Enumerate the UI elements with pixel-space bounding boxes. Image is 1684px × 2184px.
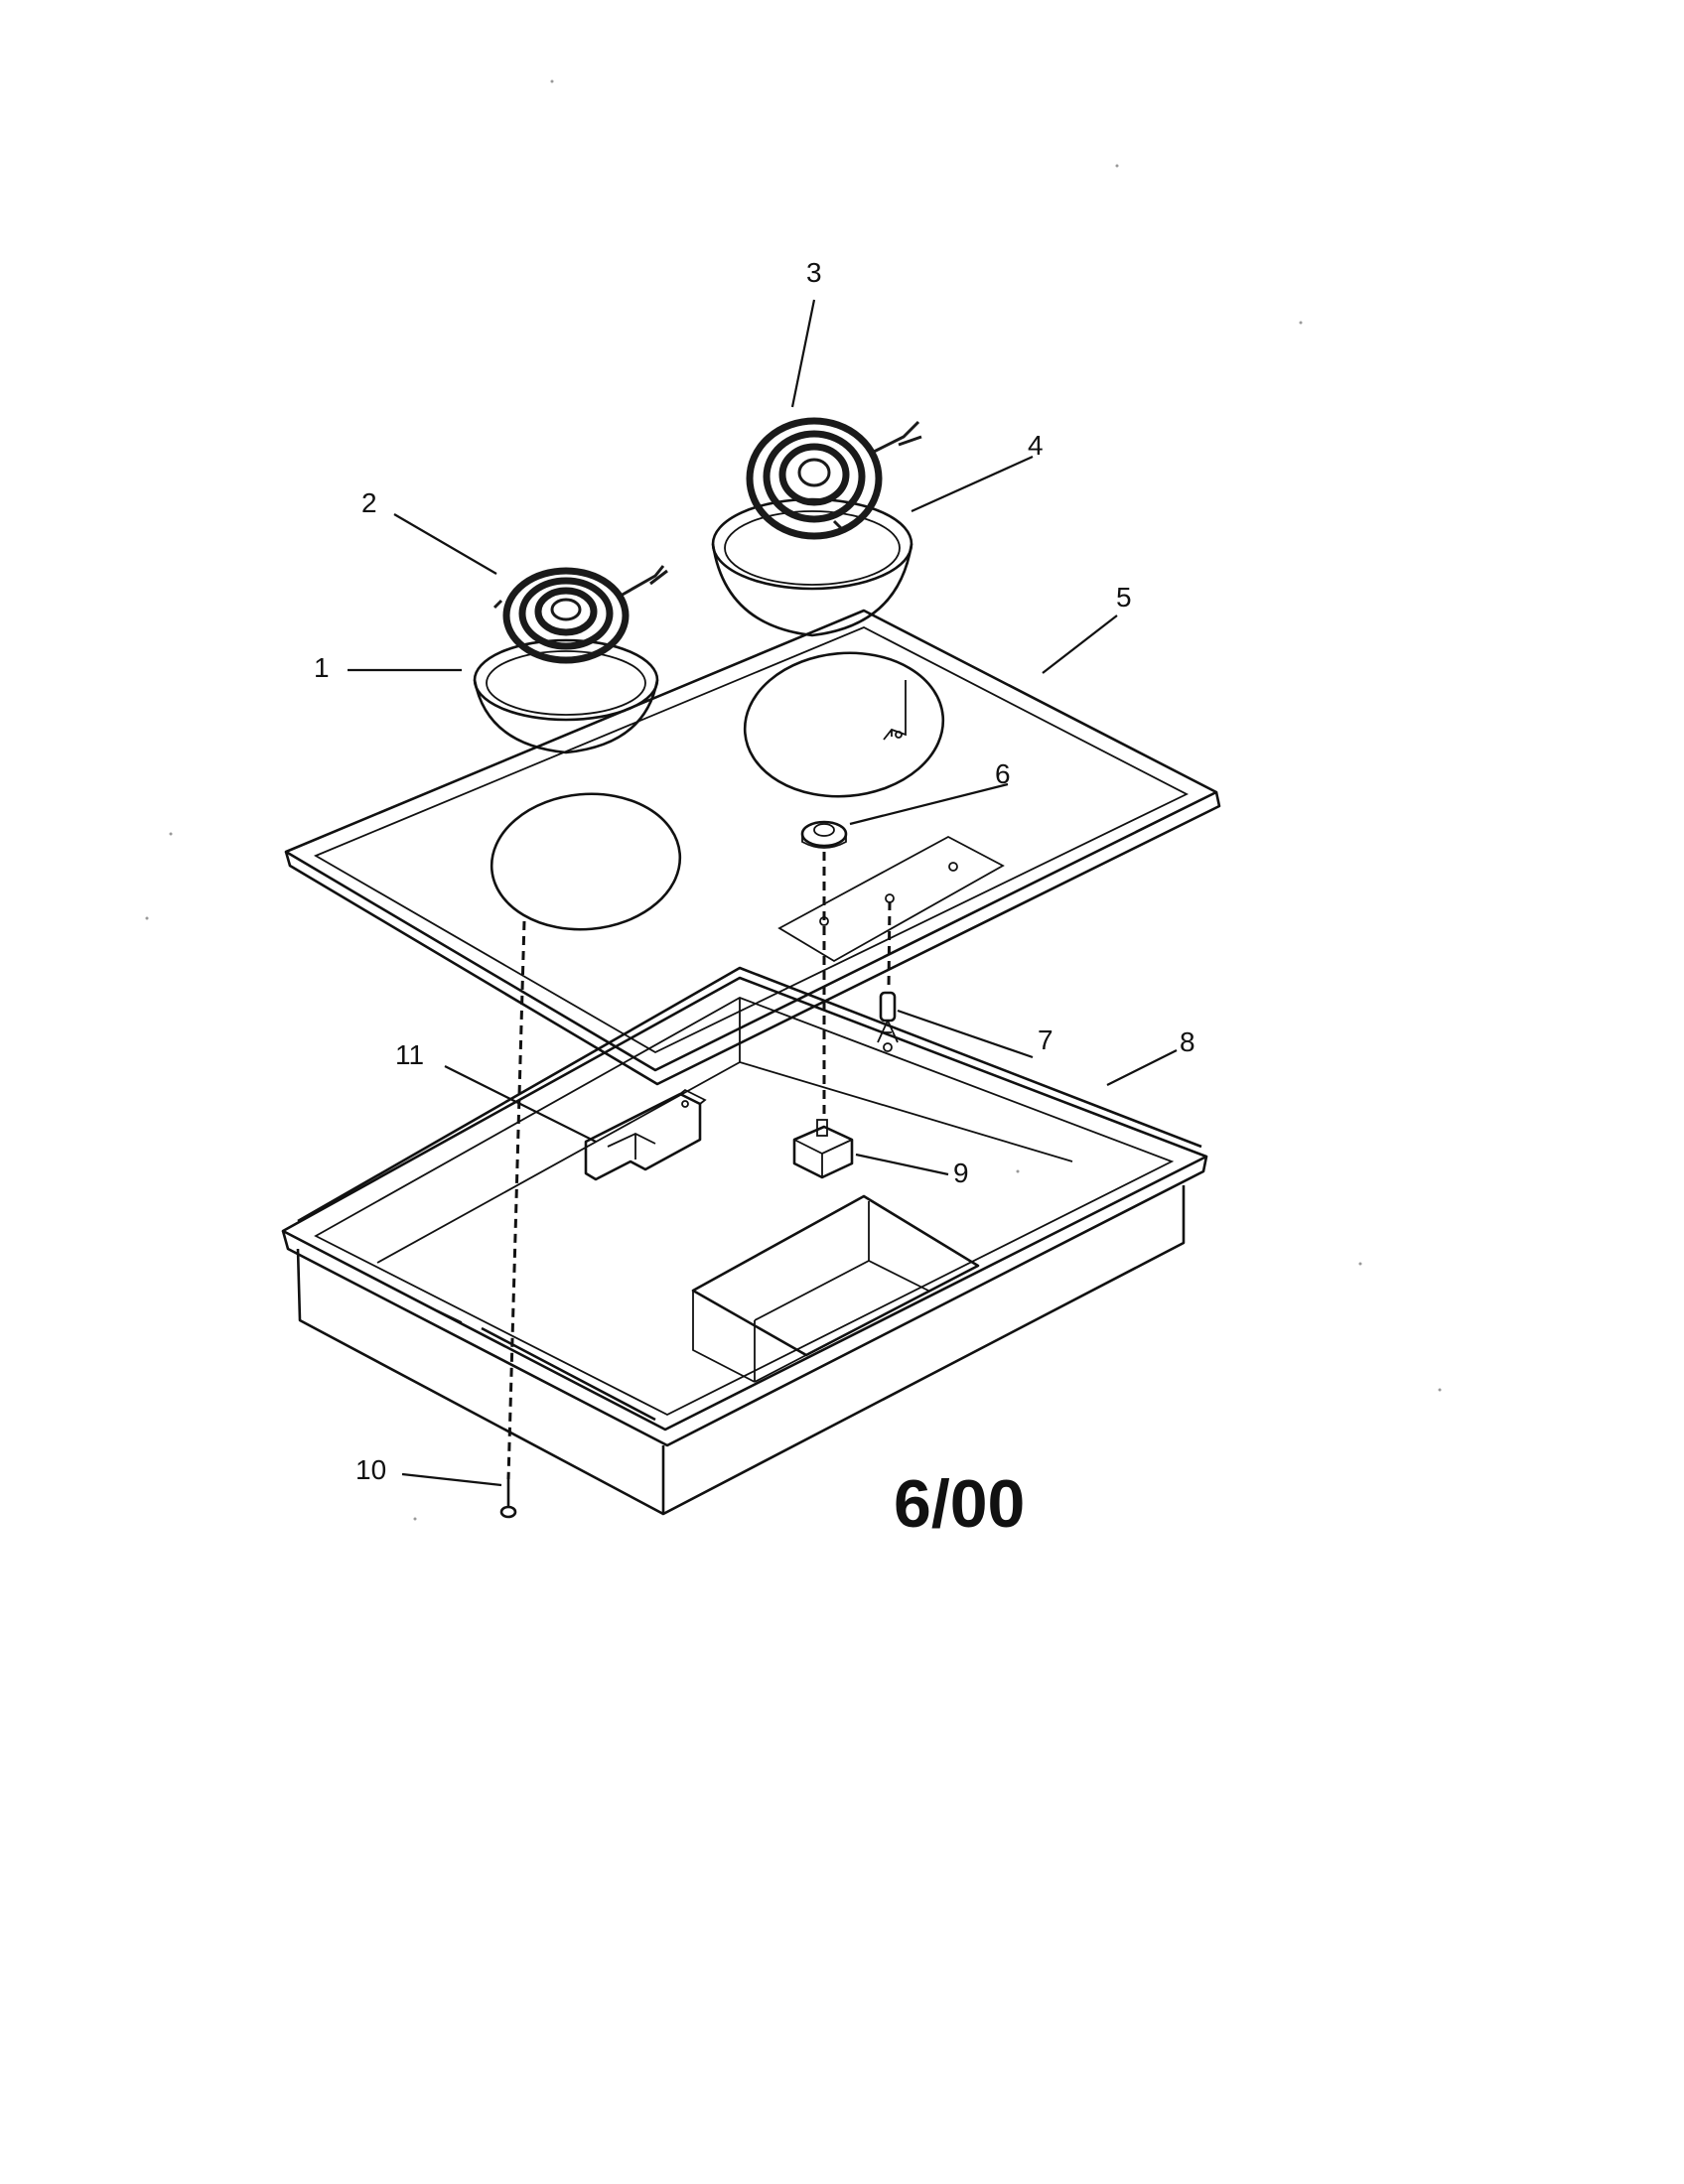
switch-part-9 bbox=[792, 1119, 854, 1179]
cooktop-panel-part-5 bbox=[284, 609, 1221, 1086]
callout-4: 4 bbox=[1028, 430, 1044, 461]
indicator-light-part-7 bbox=[877, 991, 899, 1052]
surface-coil-part-3 bbox=[746, 417, 922, 540]
scan-specks bbox=[145, 79, 1442, 1521]
leader-lines bbox=[348, 299, 1178, 1487]
bracket-part-11 bbox=[584, 1088, 707, 1181]
screw-part-10 bbox=[499, 1479, 517, 1519]
callout-8: 8 bbox=[1180, 1026, 1195, 1057]
surface-coil-part-2 bbox=[492, 565, 668, 664]
callout-2: 2 bbox=[361, 487, 377, 518]
date-code: 6/00 bbox=[894, 1466, 1025, 1542]
callout-11: 11 bbox=[395, 1039, 424, 1070]
callout-3: 3 bbox=[806, 257, 822, 288]
burner-box-part-8 bbox=[281, 966, 1208, 1516]
callout-labels: 1 2 3 4 5 6 7 8 9 10 11 bbox=[314, 257, 1195, 1485]
callout-9: 9 bbox=[953, 1158, 969, 1188]
callout-7: 7 bbox=[1038, 1024, 1053, 1055]
drip-pan-part-1 bbox=[473, 638, 659, 754]
assembly-lines bbox=[506, 852, 895, 1480]
knob-part-6 bbox=[800, 820, 848, 849]
callout-5: 5 bbox=[1116, 582, 1132, 613]
callout-10: 10 bbox=[355, 1454, 386, 1485]
callout-6: 6 bbox=[995, 758, 1011, 789]
callout-1: 1 bbox=[314, 652, 330, 683]
